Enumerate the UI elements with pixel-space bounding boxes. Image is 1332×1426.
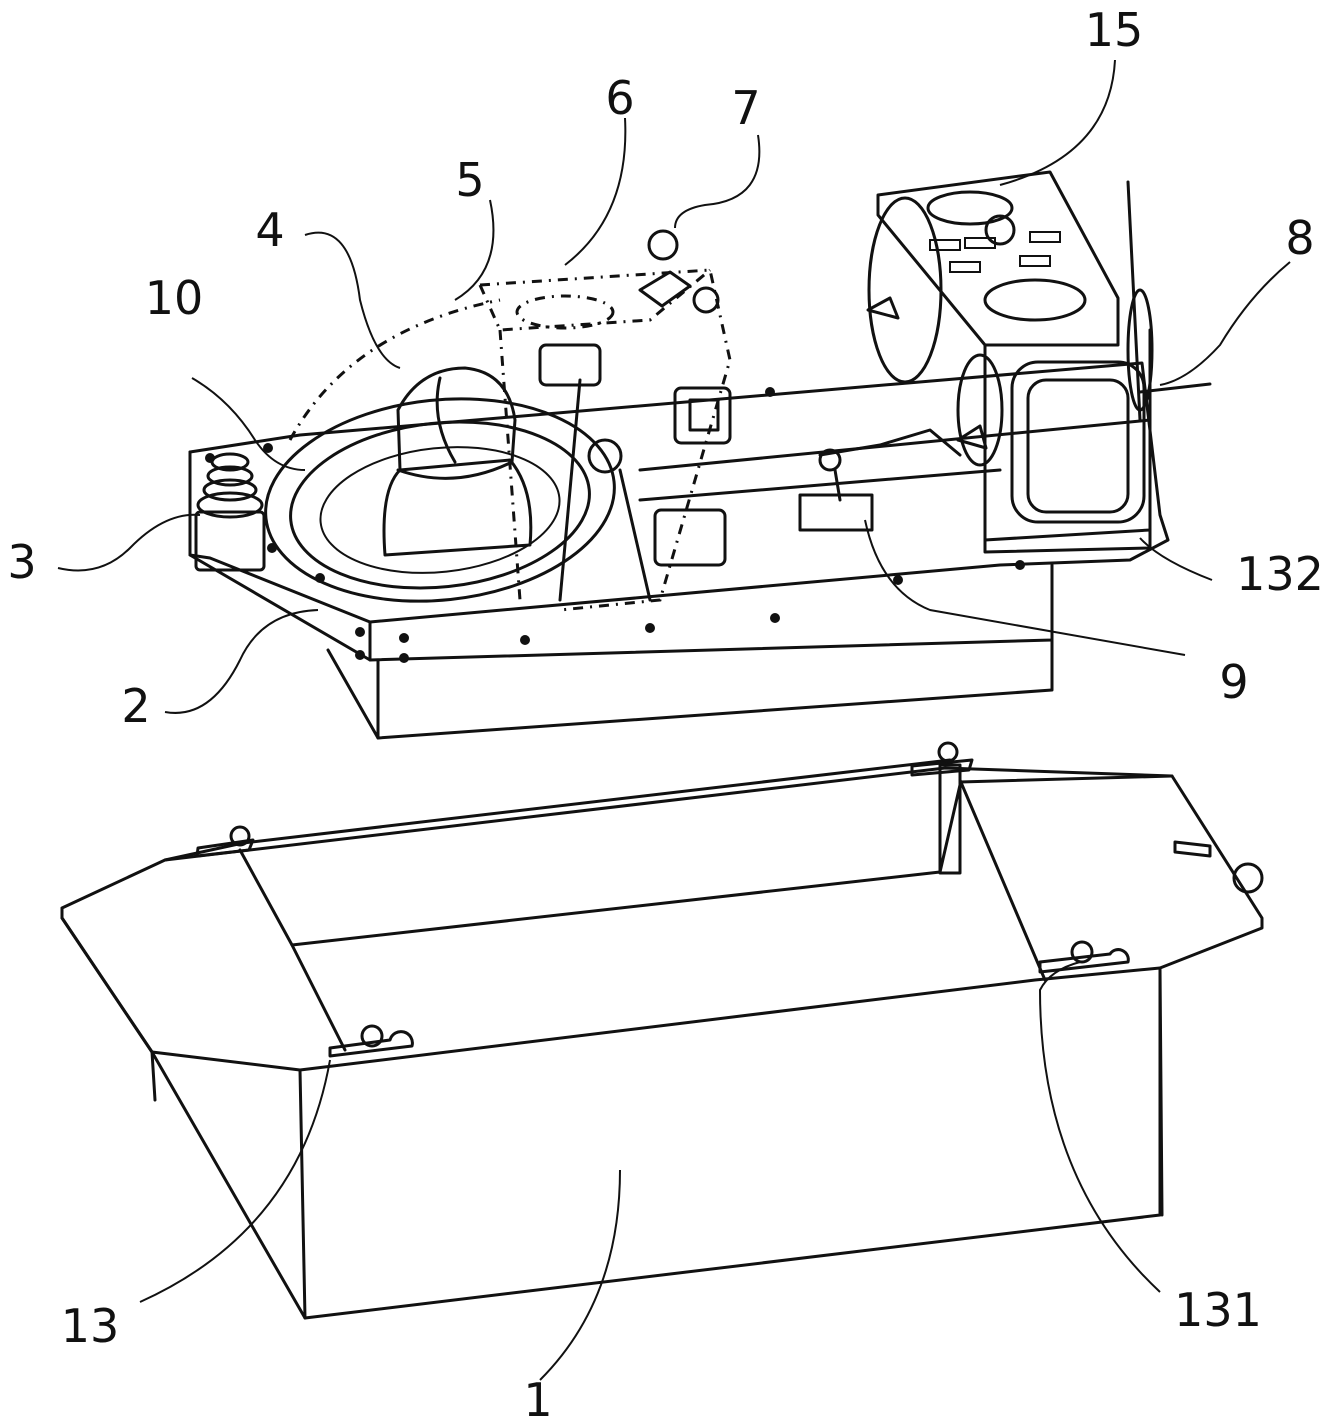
- mechanism: [538, 343, 1152, 602]
- insulator: [194, 452, 266, 572]
- label-2: 2: [121, 679, 150, 733]
- label-4: 4: [255, 203, 284, 257]
- lever-arm: [818, 428, 962, 502]
- rivets: [205, 387, 1025, 663]
- pan-tilt-head: [866, 170, 1212, 554]
- label-1: 1: [523, 1373, 552, 1426]
- clamp-top-right: [910, 741, 974, 777]
- label-3: 3: [7, 535, 36, 589]
- clamp-top-left: [195, 825, 255, 858]
- label-131: 131: [1174, 1283, 1262, 1337]
- hull-base: [60, 741, 1264, 1320]
- rotary-ring: [264, 397, 616, 603]
- label-6: 6: [605, 71, 634, 125]
- label-5: 5: [455, 153, 484, 207]
- clamp-13: [328, 1024, 414, 1058]
- leader-lines: [57, 59, 1291, 1381]
- label-132: 132: [1236, 547, 1324, 601]
- lifting-eyes: [638, 229, 720, 314]
- label-7: 7: [731, 81, 760, 135]
- label-9: 9: [1219, 655, 1248, 709]
- label-8: 8: [1285, 211, 1314, 265]
- cover-dashed: [288, 268, 732, 612]
- label-13: 13: [61, 1299, 120, 1353]
- bow-eye: [1173, 840, 1264, 894]
- clamp-131: [1038, 940, 1130, 974]
- deck-plate: [188, 361, 1170, 740]
- label-10: 10: [145, 271, 204, 325]
- label-15: 15: [1085, 3, 1144, 57]
